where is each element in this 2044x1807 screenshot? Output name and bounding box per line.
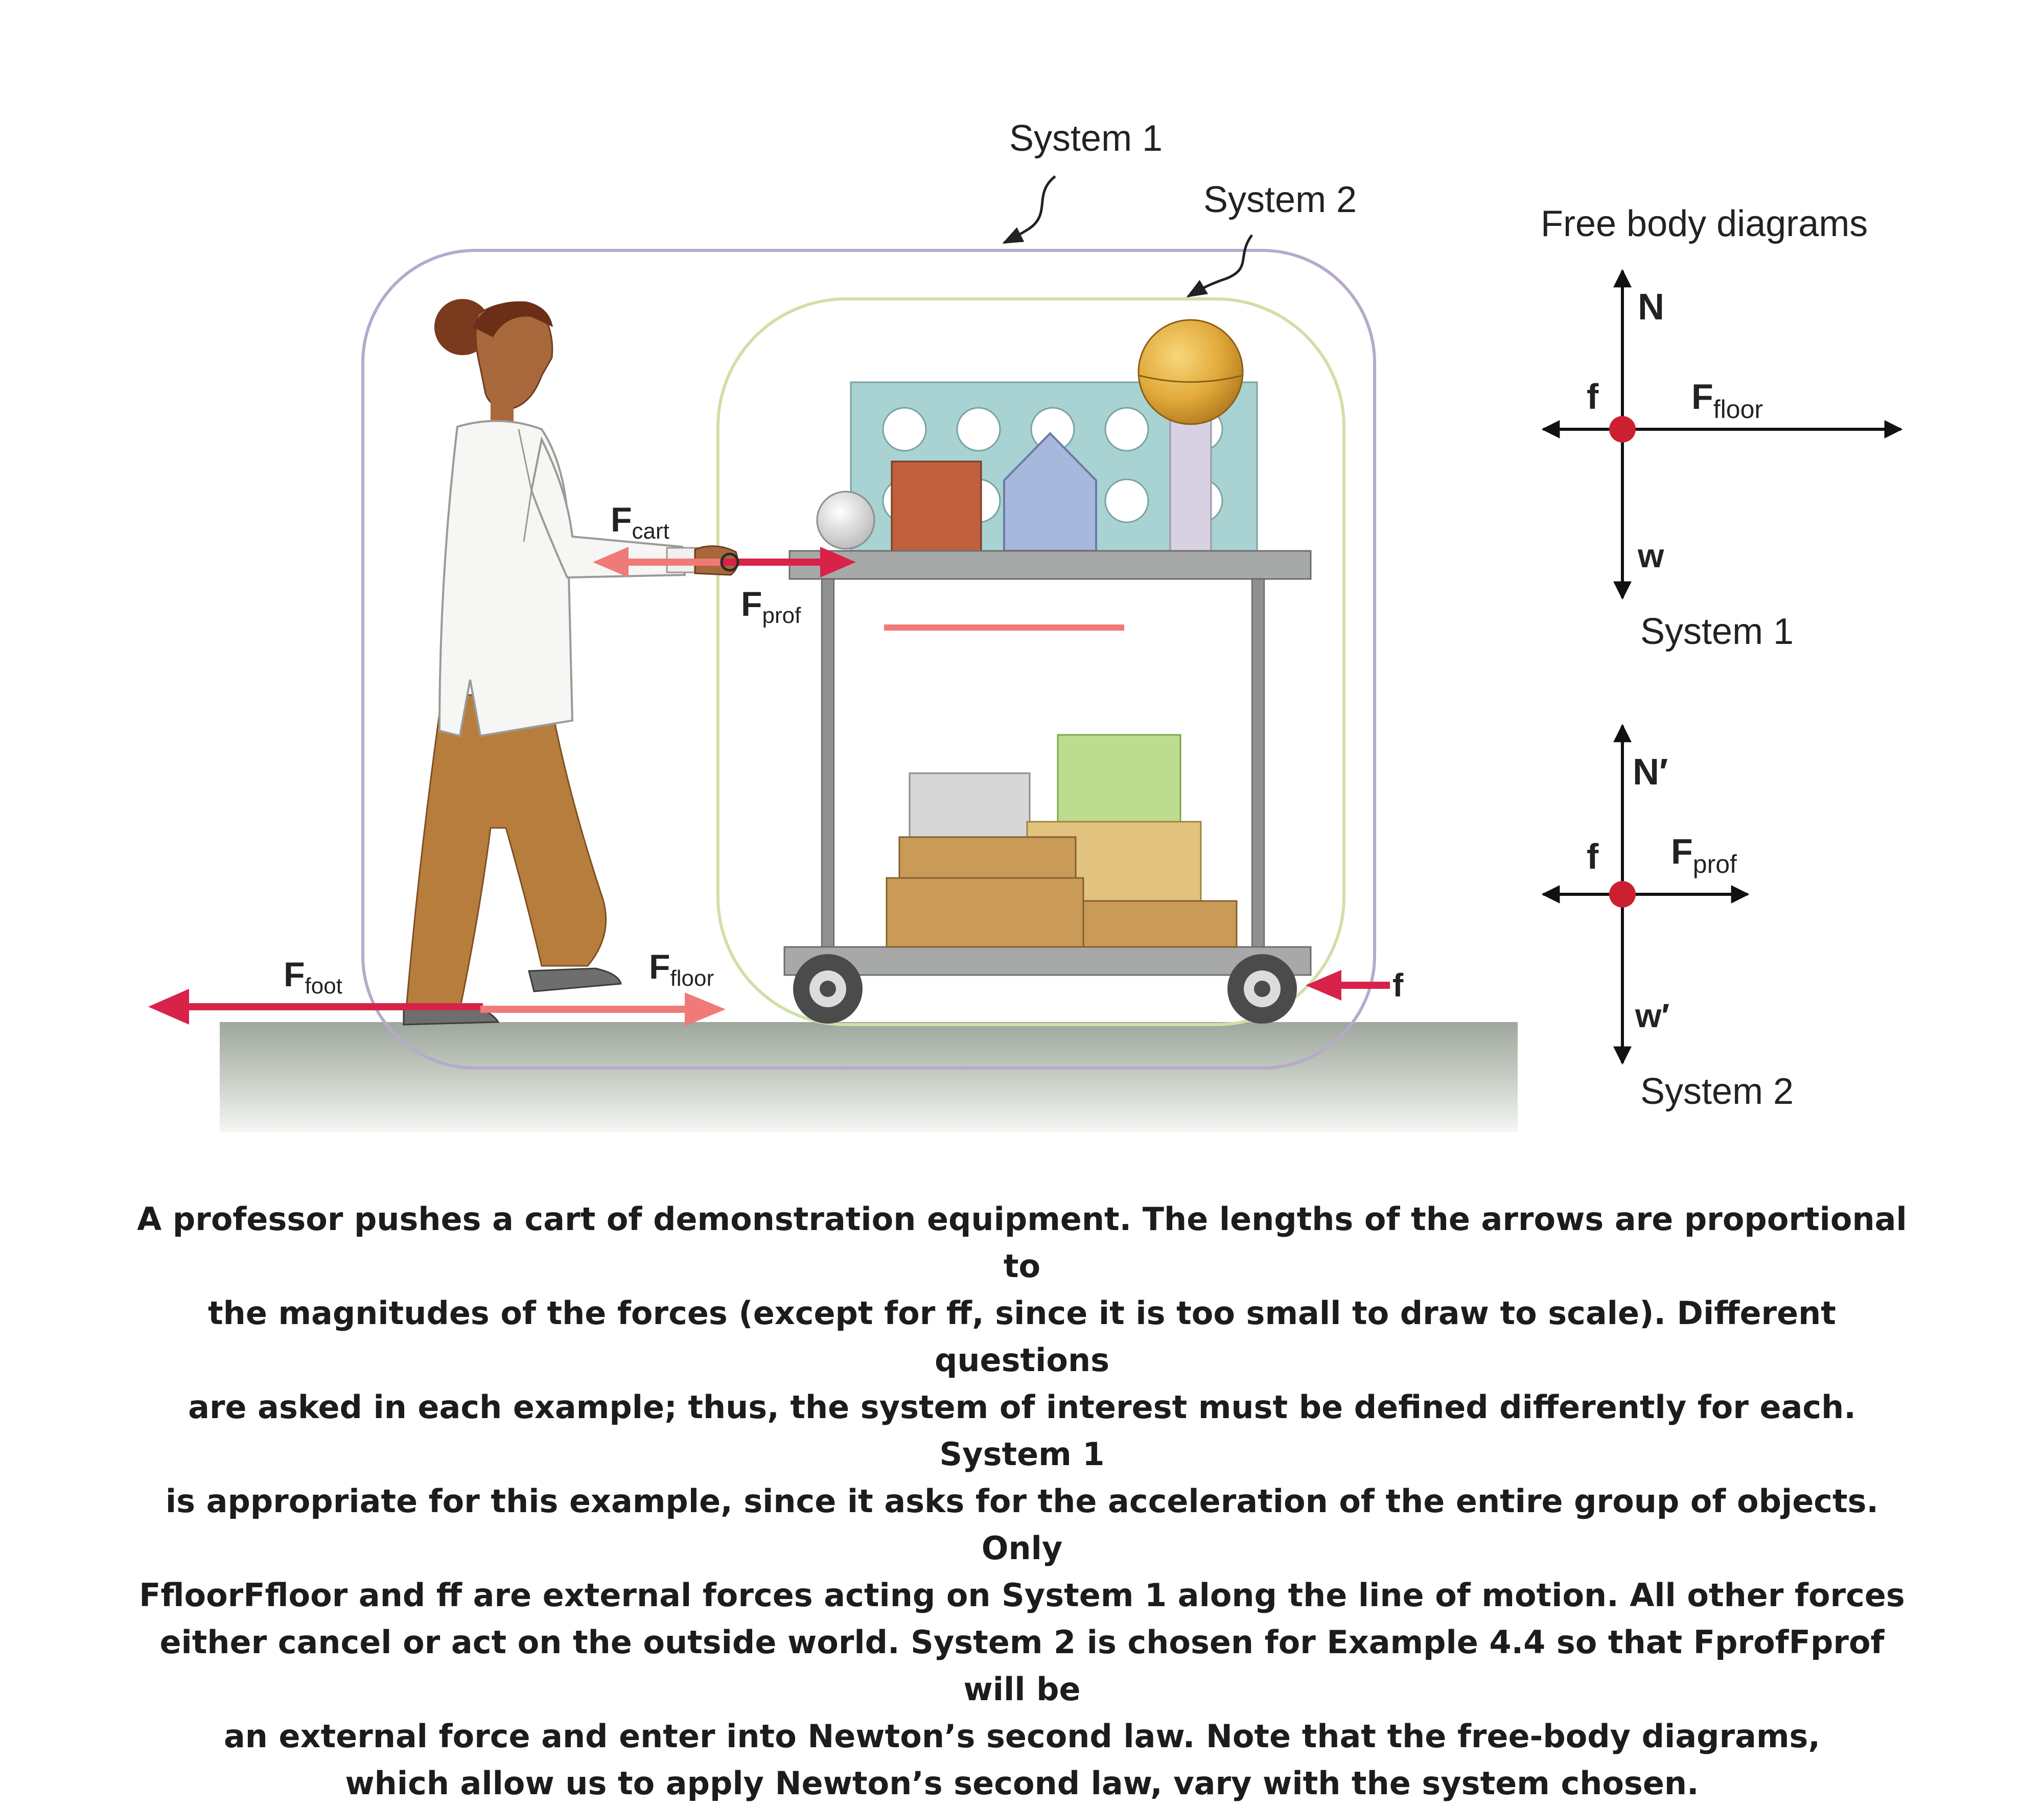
system1-label: System 1 xyxy=(1009,118,1163,159)
cart-leg-left xyxy=(821,578,834,947)
f-prof-arrow xyxy=(720,547,856,577)
caption-line: the magnitudes of the forces (except for… xyxy=(208,1294,1836,1379)
caption-line: an external force and enter into Newton’… xyxy=(223,1718,1821,1755)
wheel-right xyxy=(1227,954,1297,1024)
caption-line: either cancel or act on the outside worl… xyxy=(159,1624,1885,1708)
gold-ball xyxy=(1137,319,1244,425)
box-brown-large xyxy=(886,877,1084,948)
free-body-diagram-1: N f Ffloor w System 1 xyxy=(1541,269,1903,652)
small-sphere xyxy=(816,491,875,550)
cart-bottom-shelf xyxy=(783,946,1312,976)
wheel-left xyxy=(793,954,863,1024)
f-prof-label: Fprof xyxy=(741,585,801,628)
fbd2-west-label: f xyxy=(1587,837,1599,876)
f-floor-label: Ffloor xyxy=(649,947,714,991)
box-brown-right xyxy=(1082,900,1238,948)
system1-boundary xyxy=(361,249,1376,1070)
system2-boundary xyxy=(716,297,1345,1026)
system1-pointer xyxy=(1002,175,1056,244)
f-cart-label: Fcart xyxy=(611,500,669,544)
box-grey xyxy=(909,772,1031,843)
system2-label: System 2 xyxy=(1203,179,1357,220)
physics-diagram: System 1 System 2 xyxy=(148,118,1903,1132)
friction-arrow xyxy=(1306,970,1390,1001)
fbd2-north-label: N′ xyxy=(1633,752,1668,793)
figure-caption: A professor pushes a cart of demonstrati… xyxy=(128,1196,1916,1807)
fbd2-point xyxy=(1609,881,1636,908)
cart-leg-right xyxy=(1251,578,1265,947)
cart-top-shelf xyxy=(788,550,1312,580)
gold-ball-band xyxy=(1139,375,1242,383)
friction-label: f xyxy=(1392,967,1404,1004)
fbd1-caption: System 1 xyxy=(1640,611,1794,652)
caption-line: is appropriate for this example, since i… xyxy=(165,1482,1879,1567)
fbd1-east-label: Ffloor xyxy=(1691,377,1763,424)
caption-line: are asked in each example; thus, the sys… xyxy=(188,1388,1856,1473)
fbd2-east-label: Fprof xyxy=(1671,831,1737,878)
free-body-diagram-2: N′ f Fprof w′ System 2 xyxy=(1541,724,1794,1112)
caption-line: A professor pushes a cart of demonstrati… xyxy=(137,1200,1907,1285)
fbd1-west-label: f xyxy=(1587,377,1599,416)
box-brown-small xyxy=(898,836,1077,882)
f-foot-label: Ffoot xyxy=(284,955,342,999)
f-floor-arrow xyxy=(480,992,726,1026)
f-foot-arrow xyxy=(148,989,483,1025)
box-green xyxy=(1057,734,1181,825)
free-body-title: Free body diagrams xyxy=(1541,203,1868,244)
fbd2-caption: System 2 xyxy=(1640,1071,1794,1112)
fbd2-south-label: w′ xyxy=(1635,997,1669,1034)
floor xyxy=(220,1022,1518,1132)
caption-line: which allow us to apply Newton’s second … xyxy=(345,1765,1699,1802)
caption-line: FfloorFfloor and ff are external forces … xyxy=(139,1577,1905,1614)
fbd1-north-label: N xyxy=(1638,287,1664,328)
fbd1-point xyxy=(1609,416,1636,443)
brown-box xyxy=(891,460,982,552)
professor-figure xyxy=(403,299,738,1026)
system2-pointer xyxy=(1186,234,1253,298)
fbd1-south-label: w xyxy=(1637,537,1664,574)
